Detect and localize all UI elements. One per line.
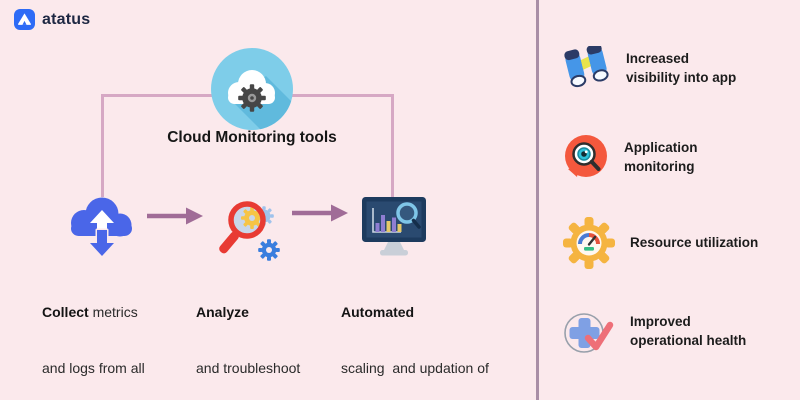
gear-gauge-icon xyxy=(563,217,615,269)
benefit-item-utilization: Resource utilization xyxy=(563,217,758,269)
benefit-label: Application monitoring xyxy=(624,139,698,175)
cloud-gear-icon xyxy=(211,48,293,130)
step-text-automated: Automated scaling and updation of cloud … xyxy=(341,304,489,376)
flow-arrow-icon xyxy=(292,204,348,222)
health-cross-check-icon xyxy=(564,313,614,353)
eye-magnifier-icon xyxy=(565,135,607,177)
cloud-sync-icon xyxy=(71,197,132,258)
binoculars-icon xyxy=(564,46,609,88)
connector-vertical-right xyxy=(391,94,394,200)
benefit-label: Improved operational health xyxy=(630,313,747,349)
atatus-logo: atatus xyxy=(14,9,90,30)
benefit-item-health: Improved operational health xyxy=(563,306,746,356)
magnifier-gears-icon xyxy=(219,201,280,261)
benefit-item-visibility: Increased visibility into app xyxy=(563,46,736,90)
vertical-divider xyxy=(536,0,539,400)
benefit-label: Resource utilization xyxy=(630,235,759,251)
logo-wordmark: atatus xyxy=(42,10,91,28)
flow-arrow-icon xyxy=(147,207,203,225)
benefit-item-monitoring: Application monitoring xyxy=(563,134,698,180)
connector-vertical-left xyxy=(101,94,104,197)
step-text-collect: Collect metrics and logs from all the ap… xyxy=(42,304,145,376)
monitor-analytics-icon xyxy=(362,197,426,256)
diagram-title: Cloud Monitoring tools xyxy=(167,129,337,146)
benefit-label: Increased visibility into app xyxy=(626,50,737,86)
atatus-logo-icon xyxy=(14,9,35,30)
step-text-analyze: Analyze and troubleshoot changes, update… xyxy=(196,304,301,376)
